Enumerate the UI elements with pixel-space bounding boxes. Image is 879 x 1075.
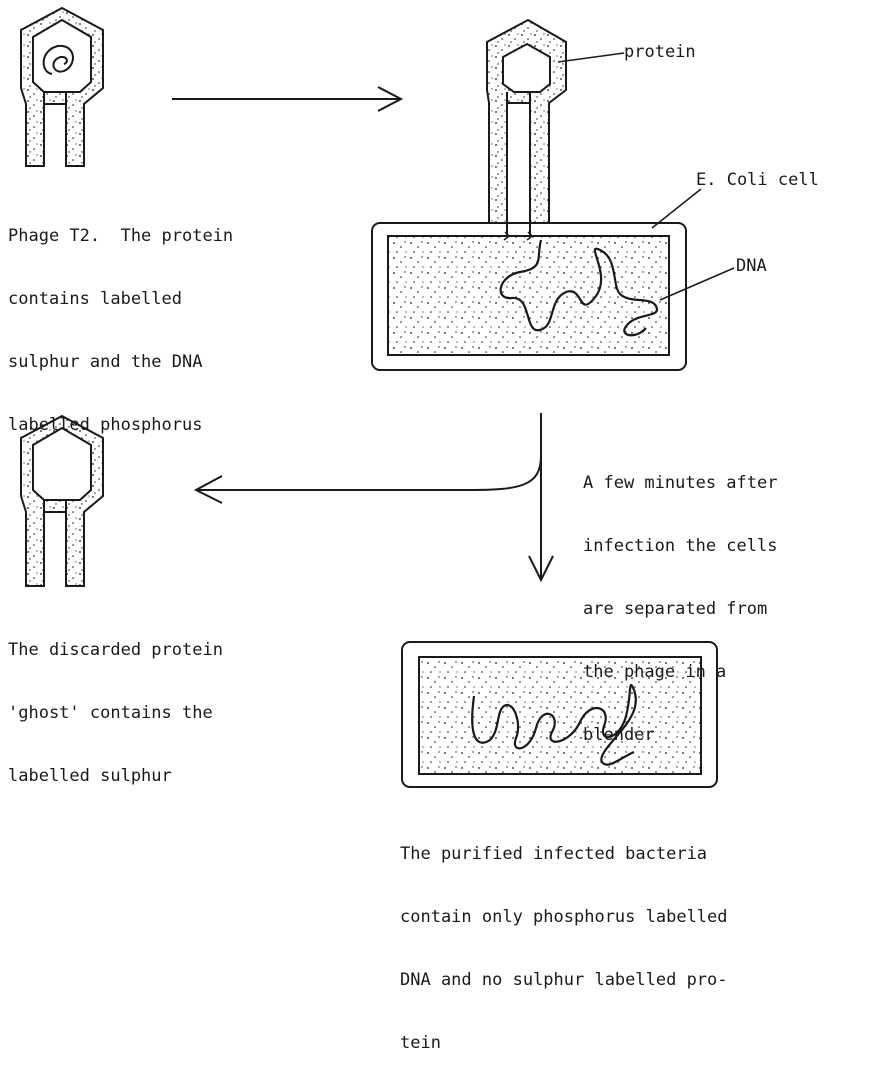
caption-result: The purified infected bacteria contain o…	[400, 802, 728, 1075]
caption-line: 'ghost' contains the	[8, 703, 223, 724]
label-dna: DNA	[736, 256, 767, 276]
branch-to-ghost	[196, 456, 541, 490]
label-ecoli-cell: E. Coli cell	[696, 170, 819, 190]
caption-line: contains labelled	[8, 289, 233, 310]
caption-phage-intro: Phage T2. The protein contains labelled …	[8, 184, 233, 457]
caption-line: are separated from	[583, 599, 777, 620]
caption-line: sulphur and the DNA	[8, 352, 233, 373]
caption-line: tein	[400, 1033, 728, 1054]
caption-line: The purified infected bacteria	[400, 844, 728, 865]
caption-ghost: The discarded protein 'ghost' contains t…	[8, 598, 223, 808]
caption-line: contain only phosphorus labelled	[400, 907, 728, 928]
caption-line: DNA and no sulphur labelled pro-	[400, 970, 728, 991]
caption-line: A few minutes after	[583, 473, 777, 494]
caption-line: Phage T2. The protein	[8, 226, 233, 247]
caption-line: labelled sulphur	[8, 766, 223, 787]
caption-line: the phage in a	[583, 662, 777, 683]
caption-line: The discarded protein	[8, 640, 223, 661]
blender-arrow	[196, 413, 553, 580]
infecting-phage	[487, 20, 566, 226]
ecoli-cell	[372, 223, 686, 370]
arrow-to-infection	[172, 87, 401, 111]
caption-line: labelled phosphorus	[8, 415, 233, 436]
phage-t2-full	[21, 8, 103, 166]
protein-leader	[558, 53, 624, 62]
label-protein: protein	[624, 42, 696, 62]
caption-line: infection the cells	[583, 536, 777, 557]
caption-line: blender	[583, 725, 777, 746]
caption-blender-step: A few minutes after infection the cells …	[583, 431, 777, 767]
